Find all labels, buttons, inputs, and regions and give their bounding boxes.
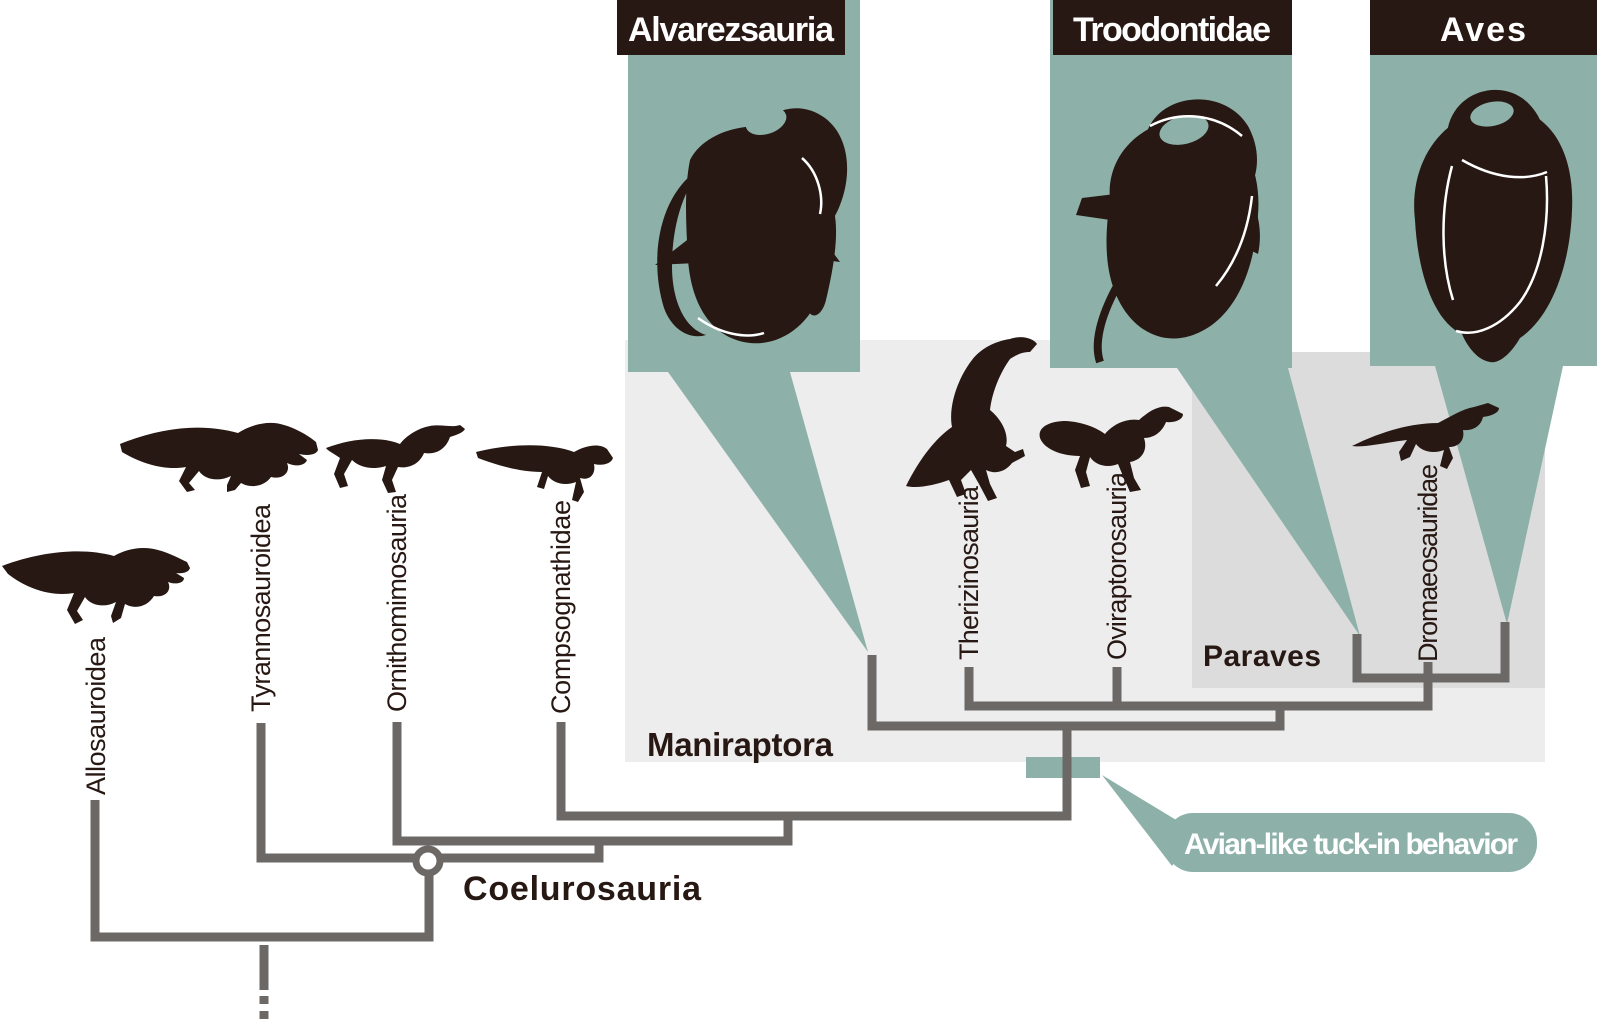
alvarezsaurian-tucked-skeleton-icon <box>655 107 848 344</box>
troodontidae-header <box>1053 0 1292 55</box>
aves-title: Aves <box>1440 11 1526 49</box>
tuck-in-callout: Avian-like tuck-in behavior <box>1102 775 1537 872</box>
label-dromaeosauridae: Dromaeosauridae <box>1413 464 1443 662</box>
troodontid-tucked-skeleton-icon <box>1076 99 1260 364</box>
branch-therizinosauria-bar <box>964 667 1433 711</box>
compsognathid-silhouette-icon <box>476 445 613 502</box>
troodontidae-funnel <box>1177 368 1360 636</box>
label-tyrannosauroidea: Tyrannosauroidea <box>246 503 276 712</box>
label-allosauroidea: Allosauroidea <box>81 636 111 795</box>
taxon-labels: Allosauroidea Tyrannosauroidea Ornithomi… <box>81 464 1443 795</box>
avian-tucked-skeleton-icon <box>1414 89 1573 363</box>
callout-label: Avian-like tuck-in behavior <box>1184 828 1518 861</box>
aves-funnel <box>1435 366 1563 624</box>
branch-alvarezsauria <box>867 655 1285 731</box>
branch-ornithomimosauria <box>392 722 793 846</box>
label-maniraptora: Maniraptora <box>647 726 834 763</box>
tree-branches <box>90 622 1510 1024</box>
label-ornithomimosauria: Ornithomimosauria <box>382 493 412 712</box>
coelurosauria-node-circle <box>412 845 444 877</box>
label-oviraptorosauria: Oviraptorosauria <box>1102 471 1132 660</box>
therizinosaur-silhouette-icon <box>906 337 1037 501</box>
troodontidae-title: Troodontidae <box>1073 11 1271 49</box>
alvarezsauria-funnel <box>668 372 868 652</box>
label-coelurosauria: Coelurosauria <box>463 870 702 908</box>
allosauroid-silhouette-icon <box>2 548 190 624</box>
label-paraves: Paraves <box>1203 640 1321 673</box>
oviraptorosaur-silhouette-icon <box>1039 406 1183 492</box>
fossil-panels <box>628 0 1597 652</box>
callout-bubble <box>1165 813 1537 872</box>
panel-silhouettes <box>655 89 1573 364</box>
dromaeosaurid-silhouette-icon <box>1352 403 1499 469</box>
taxon-silhouettes <box>2 337 1499 624</box>
panel-headers: Alvarezsauria Troodontidae Aves <box>617 0 1597 55</box>
label-compsognathidae: Compsognathidae <box>546 500 576 714</box>
branch-allosauroidea-root <box>90 800 434 942</box>
branch-compsognathidae-maniraptora-stem <box>556 722 1072 821</box>
ornithomimosaur-silhouette-icon <box>326 425 465 493</box>
label-therizinosauria: Therizinosauria <box>954 485 984 660</box>
tyrannosauroid-silhouette-icon <box>120 422 318 492</box>
alvarezsauria-header <box>617 0 845 55</box>
alvarezsauria-title: Alvarezsauria <box>628 11 835 49</box>
aves-header <box>1370 0 1597 55</box>
